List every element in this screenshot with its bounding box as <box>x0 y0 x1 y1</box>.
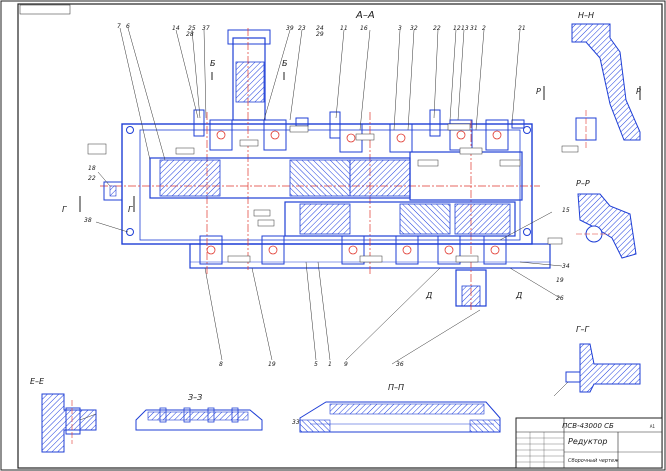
callout: 15 <box>562 207 570 214</box>
callout: 19 <box>268 361 276 368</box>
document-type: Сборочный чертеж <box>568 458 619 464</box>
cut-mark-g-right: Г <box>128 205 133 214</box>
callout: 28 <box>186 31 194 38</box>
callout: 6 <box>126 23 130 30</box>
cut-markers: Б Б Г Г Д Д Р Р <box>62 59 641 300</box>
cut-mark-p-right: Р <box>636 87 641 96</box>
callout: 11 <box>340 25 348 32</box>
cut-mark-d-left: Д <box>425 291 432 300</box>
cut-mark-g-left: Г <box>62 205 67 214</box>
callout: 5 <box>314 361 318 368</box>
callout: 7 <box>117 23 121 30</box>
callout: 39 <box>286 25 294 32</box>
callout: 22 <box>88 175 96 182</box>
section-view-ee: Е–Е <box>30 377 97 453</box>
callout: 34 <box>562 263 570 270</box>
section-view-rr: Р–Р <box>547 179 637 259</box>
section-title-ee: Е–Е <box>30 377 45 386</box>
corner-stamp <box>19 4 71 15</box>
callouts-bottom: 8 19 5 1 9 36 33 <box>219 361 404 426</box>
callout: 13 <box>461 25 469 32</box>
cut-mark-b-right: Б <box>282 59 288 68</box>
cut-mark-b-left: Б <box>210 59 216 68</box>
document-designation: ПСВ-43000 СБ <box>562 422 614 430</box>
callout: 23 <box>298 25 306 32</box>
callout: 26 <box>556 295 564 302</box>
leader-lines <box>95 27 563 365</box>
callouts-left: 18 22 38 <box>84 165 96 224</box>
callout: 2 <box>482 25 486 32</box>
callout: 29 <box>316 31 324 38</box>
section-view-nn: Н–Н <box>561 11 641 153</box>
section-view-gg: Г–Г <box>553 325 641 397</box>
section-title-main: А–А <box>355 10 375 21</box>
drawing-name: Редуктор <box>568 437 607 446</box>
callout: 25 <box>188 25 196 32</box>
callout: 36 <box>396 361 404 368</box>
callout: 3 <box>398 25 402 32</box>
callout: 9 <box>344 361 348 368</box>
section-title-pp: П–П <box>388 383 404 392</box>
callout: 31 <box>470 25 478 32</box>
callout: 12 <box>453 25 461 32</box>
section-title-nn: Н–Н <box>578 11 594 20</box>
sheet-format: А1 <box>650 424 656 429</box>
cut-mark-p-left: Р <box>536 87 541 96</box>
main-section-view <box>87 28 551 312</box>
section-view-pp: П–П <box>299 383 501 433</box>
callout: 32 <box>410 25 418 32</box>
callout: 21 <box>518 25 526 32</box>
callout: 33 <box>292 419 300 426</box>
callout: 16 <box>360 25 368 32</box>
callout: 24 <box>316 25 324 32</box>
callouts-right: 15 34 19 26 <box>556 207 570 302</box>
callout: 37 <box>202 25 210 32</box>
section-title-zz: З–З <box>188 393 202 402</box>
callout: 14 <box>172 25 180 32</box>
callout: 1 <box>328 361 332 368</box>
section-title-rr: Р–Р <box>576 179 590 188</box>
cut-mark-d-right: Д <box>515 291 522 300</box>
callout: 19 <box>556 277 564 284</box>
callout: 38 <box>84 217 92 224</box>
section-view-zz: З–З <box>135 393 263 431</box>
section-title-gg: Г–Г <box>576 325 589 334</box>
callout: 18 <box>88 165 96 172</box>
callout: 22 <box>433 25 441 32</box>
callout: 8 <box>219 361 223 368</box>
title-block: ПСВ-43000 СБ Редуктор Сборочный чертеж А… <box>515 417 663 469</box>
callouts-top: 7 6 14 28 25 37 39 23 24 29 11 16 3 32 2… <box>117 23 526 38</box>
